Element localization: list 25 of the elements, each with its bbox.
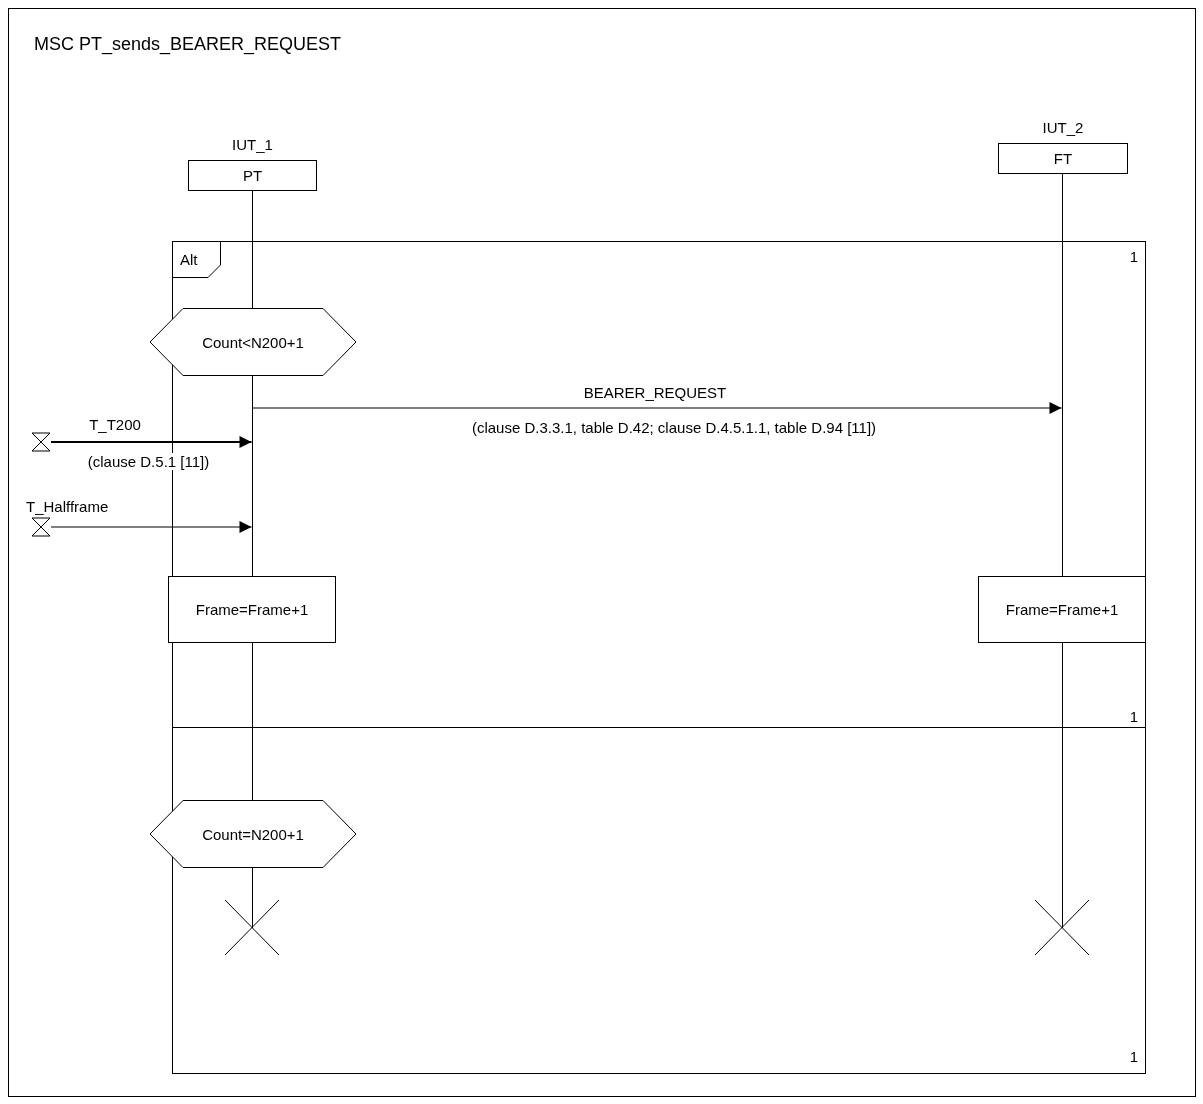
instance-head: PT — [188, 160, 317, 191]
operand-number: 1 — [1128, 1048, 1139, 1065]
message-label: T_T200 — [88, 416, 142, 433]
instance-name: IUT_1 — [231, 136, 274, 153]
condition-text: Count<N200+1 — [201, 332, 305, 353]
lifeline — [1061, 174, 1063, 928]
message-label: T_Halfframe — [26, 498, 110, 515]
message-arrow — [50, 436, 253, 448]
operand-number: 1 — [1128, 248, 1139, 265]
timer-icon — [31, 517, 51, 537]
message-arrow — [251, 402, 1063, 414]
message-arrow — [50, 521, 253, 533]
operator-tab — [172, 241, 222, 279]
action-box: Frame=Frame+1 — [978, 576, 1146, 643]
timer-icon — [31, 432, 51, 452]
operand-number: 1 — [1128, 708, 1139, 725]
diagram-title: MSC PT_sends_BEARER_REQUEST — [34, 34, 342, 55]
instance-name: IUT_2 — [1041, 119, 1085, 136]
condition-hexagon — [150, 308, 356, 376]
operator-label: Alt — [180, 251, 198, 268]
instance-head: FT — [998, 143, 1128, 174]
action-box: Frame=Frame+1 — [168, 576, 336, 643]
condition-text: Count=N200+1 — [201, 824, 305, 845]
message-label: BEARER_REQUEST — [582, 384, 728, 401]
condition-hexagon — [150, 800, 356, 868]
